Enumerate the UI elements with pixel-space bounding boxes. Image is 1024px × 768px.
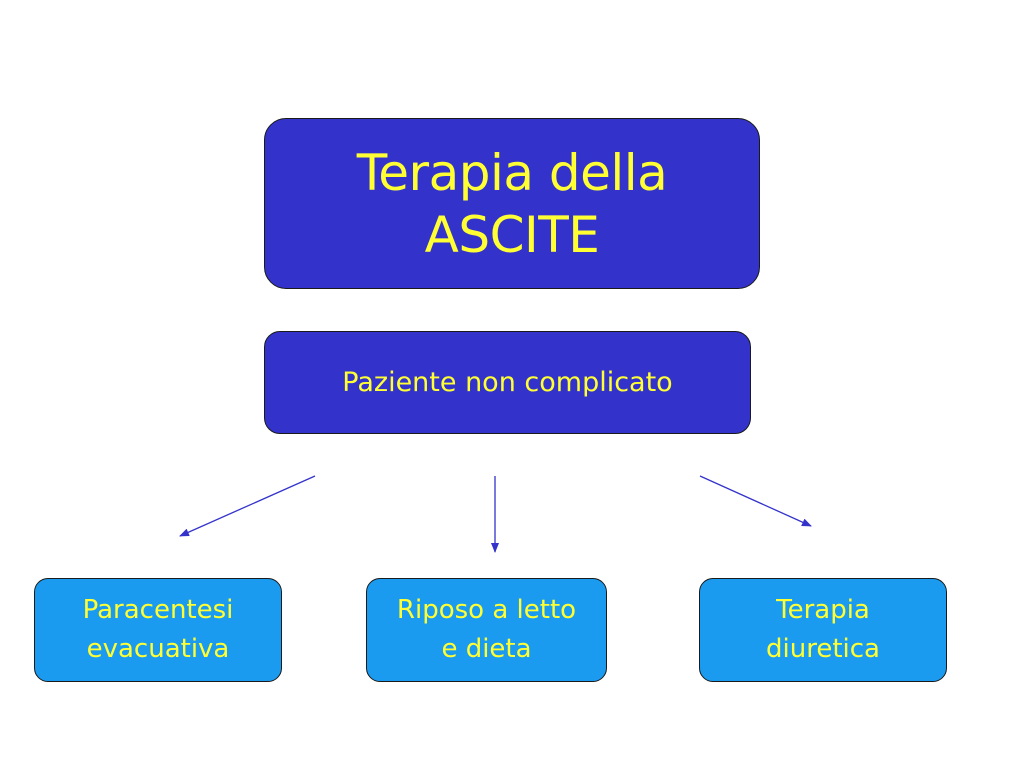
arrow-to-terapia-diuretica <box>699 475 812 527</box>
option-riposo: Riposo a letto e dieta <box>366 578 607 682</box>
option-terapia-diuretica-line-2: diuretica <box>766 634 880 664</box>
option-riposo-line-2: e dieta <box>441 634 532 664</box>
title-line-1: Terapia della <box>356 143 668 202</box>
option-terapia-diuretica: Terapia diuretica <box>699 578 947 682</box>
option-paracentesi-line-1: Paracentesi <box>82 595 234 625</box>
option-terapia-diuretica-line-1: Terapia <box>776 595 870 625</box>
patient-label: Paziente non complicato <box>342 366 673 398</box>
title-line-2: ASCITE <box>424 205 600 264</box>
patient-box: Paziente non complicato <box>264 331 751 434</box>
option-paracentesi: Paracentesi evacuativa <box>34 578 282 682</box>
arrow-to-paracentesi <box>179 475 316 537</box>
title-box: Terapia della ASCITE <box>264 118 760 289</box>
option-riposo-line-1: Riposo a letto <box>396 595 577 625</box>
option-paracentesi-line-2: evacuativa <box>86 634 230 664</box>
